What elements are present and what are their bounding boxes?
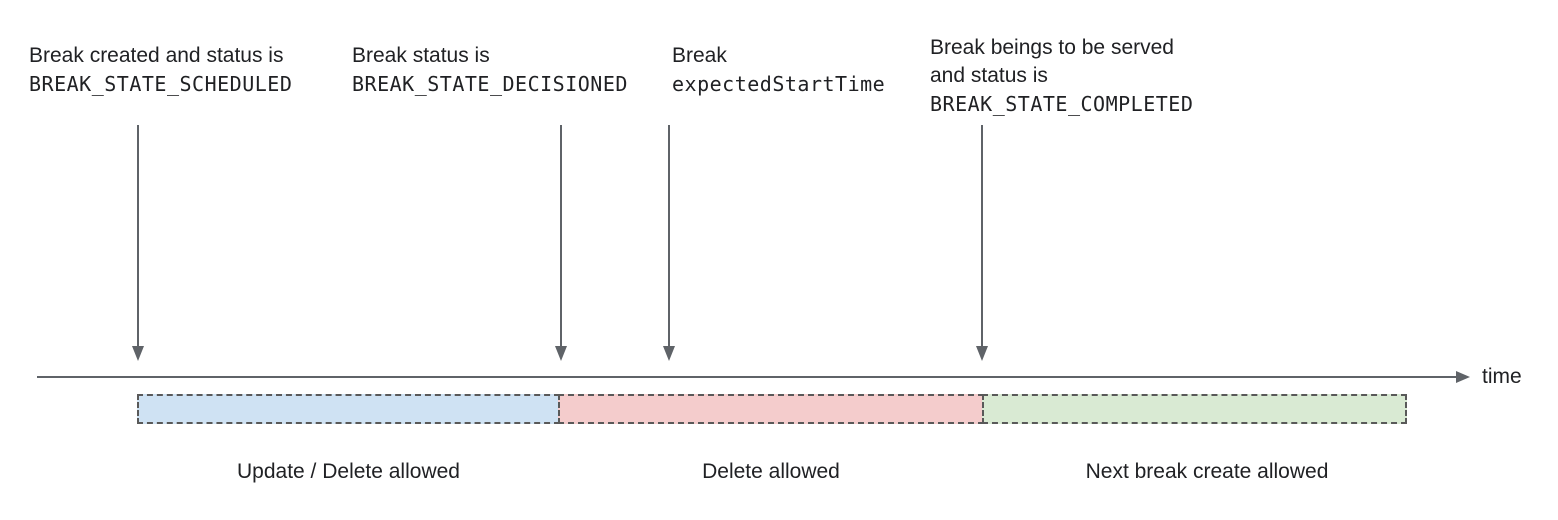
annotation-code: BREAK_STATE_DECISIONED <box>352 72 628 96</box>
arrow-down-icon <box>663 346 675 361</box>
segment-update-delete-allowed <box>137 394 560 424</box>
annotation-text: Break <box>672 44 727 67</box>
arrow-down-icon <box>976 346 988 361</box>
annotation-code: BREAK_STATE_COMPLETED <box>930 92 1194 116</box>
arrow-down-icon <box>555 346 567 361</box>
annotation-text: and status is <box>930 64 1048 87</box>
arrow-stem <box>668 125 670 347</box>
annotation-code: expectedStartTime <box>672 72 886 96</box>
annotation-text: Break beings to be served <box>930 36 1174 59</box>
segment-next-break-create-allowed <box>982 394 1407 424</box>
arrow-stem <box>137 125 139 347</box>
annotation-break-decisioned: Break status is BREAK_STATE_DECISIONED <box>352 42 628 98</box>
annotation-text: Break status is <box>352 44 490 67</box>
arrow-stem <box>981 125 983 347</box>
label-next-break-create-allowed: Next break create allowed <box>1085 460 1329 483</box>
timeline-label: time <box>1482 365 1522 388</box>
segment-delete-allowed <box>558 394 984 424</box>
arrow-down-icon <box>132 346 144 361</box>
timeline-axis <box>37 376 1457 378</box>
annotation-code: BREAK_STATE_SCHEDULED <box>29 72 293 96</box>
annotation-break-scheduled: Break created and status is BREAK_STATE_… <box>29 42 292 98</box>
annotation-break-completed: Break beings to be served and status is … <box>930 34 1193 118</box>
arrow-right-icon <box>1456 371 1470 383</box>
annotation-break-expected-start-time: Break expectedStartTime <box>672 42 885 98</box>
label-delete-allowed: Delete allowed <box>702 460 840 483</box>
label-update-delete-allowed: Update / Delete allowed <box>237 460 460 483</box>
arrow-stem <box>560 125 562 347</box>
annotation-text: Break created and status is <box>29 44 284 67</box>
